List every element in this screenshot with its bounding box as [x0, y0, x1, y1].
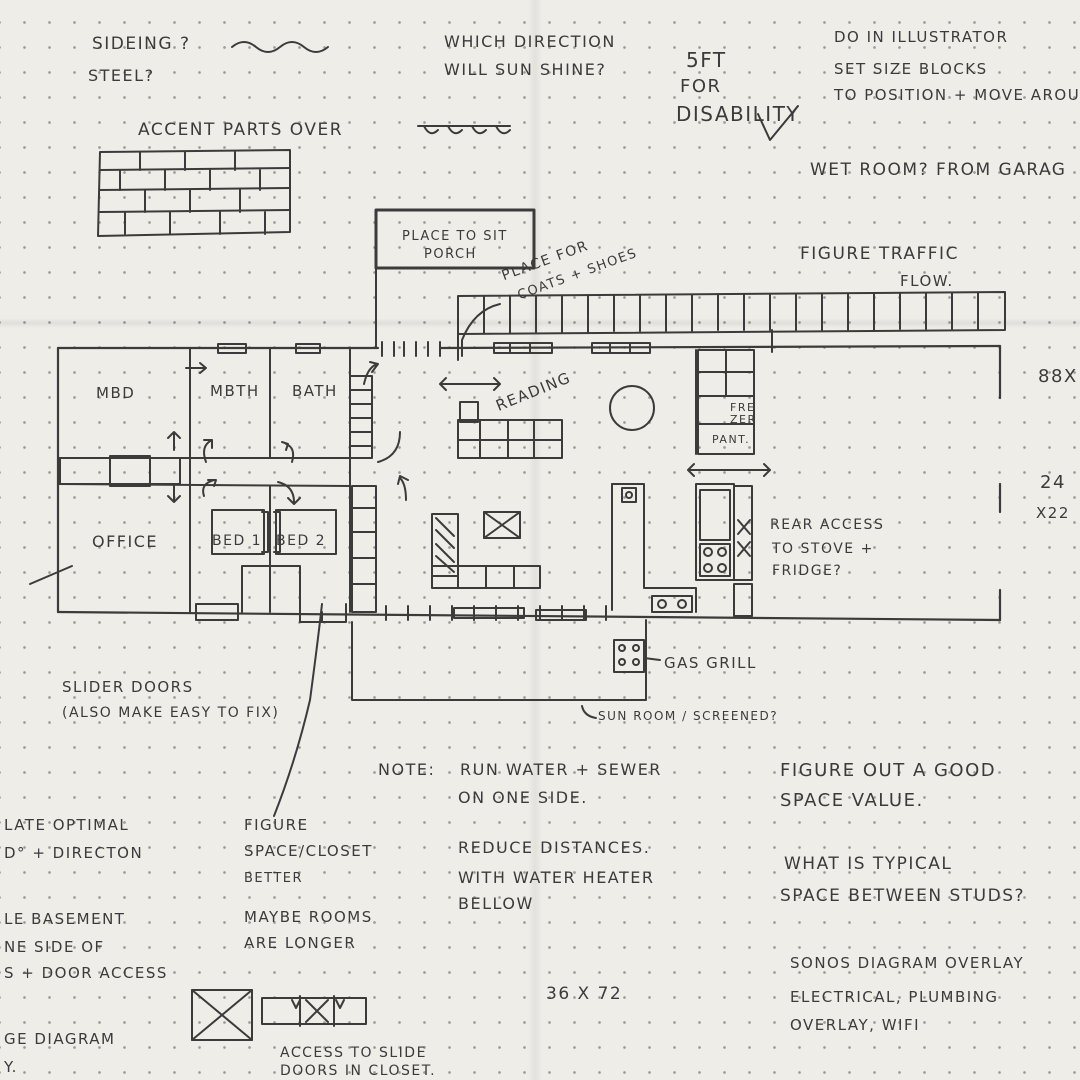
- room-label-pantry: Pant.: [712, 433, 751, 446]
- note-left-5: s + door access: [4, 964, 168, 982]
- note-figure-closet-3: better: [244, 871, 304, 886]
- note-rear-access-2: to stove +: [772, 541, 874, 557]
- porch-label-2: Porch: [424, 247, 477, 262]
- note-steel: Steel?: [88, 66, 155, 85]
- note-water-1: Run water + sewer: [460, 760, 662, 779]
- note-slider-doors-2: (also make easy to fix): [62, 705, 280, 721]
- note-space-value-1: Figure out a good: [780, 760, 997, 781]
- note-rear-access-3: fridge?: [772, 563, 843, 579]
- dimension-24: 24: [1040, 472, 1066, 493]
- room-label-mbth: MBTH: [210, 382, 260, 400]
- closet-leader-line: [273, 603, 323, 817]
- note-sonos-3: overlay, wifi: [790, 1016, 921, 1034]
- note-label: Note:: [378, 760, 436, 779]
- room-label-bed1: Bed 1: [212, 533, 263, 549]
- sun-room: [351, 619, 661, 719]
- room-label-bed2: Bed 2: [276, 533, 327, 549]
- note-left-2: d° + directon: [4, 844, 144, 862]
- note-traffic-1: Figure traffic: [800, 244, 959, 264]
- note-space-value-2: space value.: [780, 790, 924, 811]
- paper-fold-horizontal: [0, 318, 1080, 328]
- note-sun-direction-2: will sun shine?: [444, 60, 607, 79]
- room-label-bath: Bath: [292, 382, 338, 400]
- living-room-furniture: [431, 385, 655, 589]
- porch-outline: [374, 208, 536, 270]
- note-reduce-2: with water heater: [458, 868, 655, 887]
- room-label-freezer-1: Fre: [730, 401, 756, 414]
- note-rooms-longer-1: Maybe rooms: [244, 908, 373, 926]
- note-5ft-2: For: [680, 76, 722, 97]
- room-label-office: Office: [92, 532, 158, 551]
- bottom-windows: [385, 605, 607, 621]
- siding-wave-icon: [231, 41, 329, 53]
- note-access-slide-1: Access to slide: [280, 1045, 427, 1061]
- note-slider-doors-1: Slider doors: [62, 678, 194, 696]
- note-figure-closet-1: Figure: [244, 816, 309, 834]
- note-water-2: on one side.: [458, 788, 588, 807]
- note-accent-parts: Accent parts over: [138, 120, 344, 140]
- note-studs-2: space between studs?: [780, 886, 1026, 906]
- door-swing-arrows: [167, 303, 771, 505]
- dimension-88: 88x: [1038, 366, 1078, 387]
- kitchen: [611, 349, 755, 617]
- note-left-4: ne side of: [4, 938, 105, 956]
- note-left-7: y.: [4, 1058, 18, 1076]
- note-illustrator-3: to position + move arou: [834, 86, 1080, 104]
- note-left-1: late optimal: [4, 816, 130, 834]
- note-left-6: ge diagram: [4, 1030, 116, 1048]
- note-traffic-2: flow.: [900, 272, 954, 290]
- note-gas-grill: Gas grill: [664, 654, 757, 672]
- note-rear-access-1: Rear access: [770, 517, 885, 533]
- note-illustrator-2: Set size blocks: [834, 60, 988, 78]
- room-label-mbd: MBD: [96, 384, 136, 402]
- note-left-3: le basement: [4, 910, 126, 928]
- deck-railing: [457, 291, 1006, 361]
- note-5ft-3: Disability: [676, 102, 801, 126]
- paper-fold-vertical: [528, 0, 542, 1080]
- accent-parts-icon: [417, 125, 511, 135]
- note-illustrator-1: Do in Illustrator: [834, 28, 1009, 46]
- note-sun-direction-1: Which direction: [444, 32, 616, 51]
- porch-label-1: Place to sit: [402, 229, 508, 244]
- note-5ft-1: 5FT: [686, 48, 727, 72]
- note-sun-room: Sun room / screened?: [598, 709, 779, 723]
- office-leader-line: [29, 565, 73, 585]
- note-sonos-1: Sonos diagram overlay: [790, 954, 1025, 972]
- note-sideing: Sideing ?: [92, 34, 191, 54]
- dimension-x22: x22: [1036, 504, 1070, 522]
- slide-door-sketches: [191, 989, 367, 1041]
- dimension-36x72: 36 x 72: [546, 984, 623, 1004]
- note-rooms-longer-2: are longer: [244, 934, 357, 952]
- note-studs-1: What is typical: [784, 854, 953, 874]
- note-wet-room: Wet room? From garag: [810, 160, 1067, 180]
- note-sonos-2: electrical, plumbing: [790, 988, 999, 1006]
- checkmark-icon: [757, 105, 799, 141]
- note-reduce-1: Reduce distances.: [458, 838, 651, 857]
- note-figure-closet-2: space/closet: [244, 842, 373, 860]
- top-windows: [217, 341, 651, 357]
- note-access-slide-2: doors in closet.: [280, 1063, 437, 1079]
- brick-siding-sketch: [97, 149, 291, 237]
- note-reduce-3: bellow: [458, 894, 534, 913]
- room-label-freezer-2: zer: [730, 413, 757, 426]
